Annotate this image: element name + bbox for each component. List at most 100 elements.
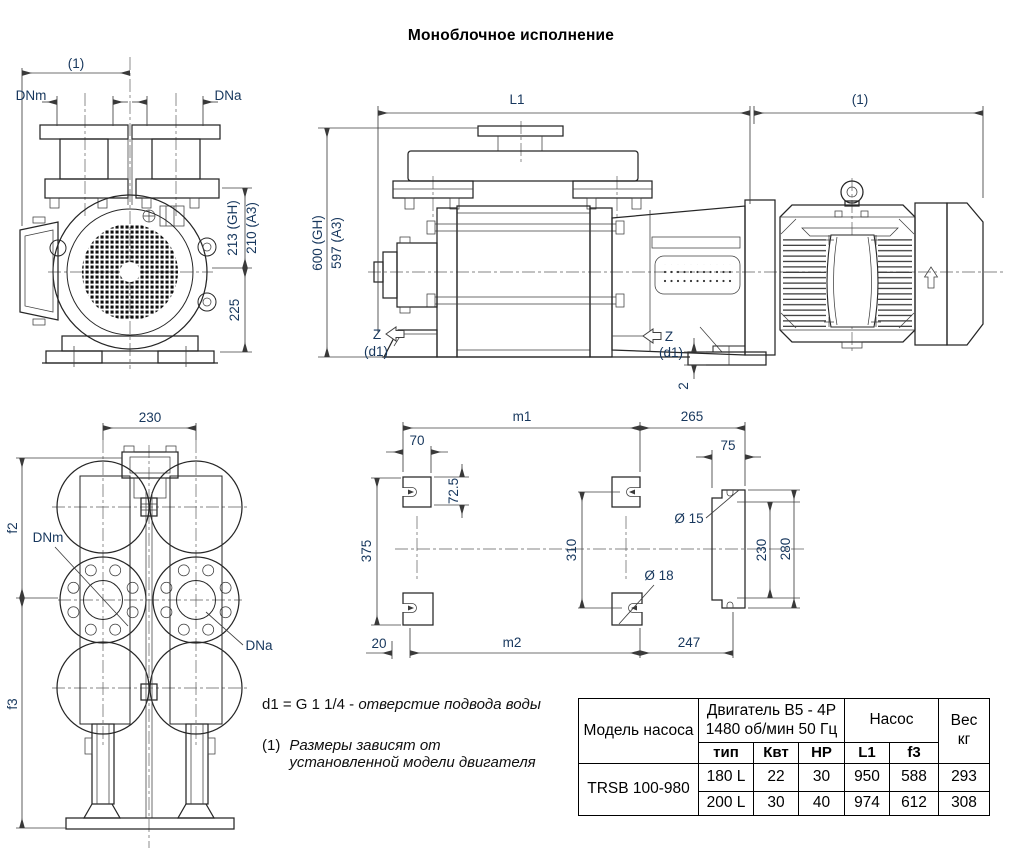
plan-dim-75: 75 bbox=[720, 438, 735, 453]
spec-cell-hp-1: 40 bbox=[798, 791, 845, 816]
spec-cell-hp-0: 30 bbox=[798, 763, 845, 792]
note-d1-prefix: d1 = G 1 1/4 - bbox=[262, 696, 355, 713]
front-dim-225: 225 bbox=[227, 299, 242, 322]
side-dim-597a3: 597 (A3) bbox=[329, 217, 344, 269]
lifting-eye bbox=[840, 180, 864, 204]
top-dim-f3: f3 bbox=[5, 698, 20, 709]
side-view: L1 (1) 600 (GH) 597 (A3) Z (d1) Z (d1) 2 bbox=[310, 92, 1005, 390]
spec-cell-f3-0: 588 bbox=[889, 763, 939, 792]
note-1-text: Размеры зависят от установленной модели … bbox=[289, 737, 535, 771]
fan-cover-circle bbox=[66, 208, 194, 336]
spec-col-hp: HP bbox=[798, 742, 845, 764]
spec-col-f3: f3 bbox=[889, 742, 939, 764]
spec-table: Модель насоса Двигатель B5 - 4P 1480 об/… bbox=[578, 698, 990, 816]
motor-foot-plate bbox=[711, 489, 746, 609]
spec-row-180l: TRSB 100-980 180 L 22 30 950 588 293 bbox=[578, 763, 990, 816]
spec-header-motor-line2: 1480 об/мин 50 Гц bbox=[705, 720, 838, 738]
page-title: Моноблочное исполнение bbox=[407, 27, 615, 44]
spec-cell-tip-0: 180 L bbox=[698, 763, 754, 792]
spec-header-pump: Насос bbox=[844, 698, 939, 743]
note-1-number: (1) bbox=[262, 737, 281, 754]
discharge-flange bbox=[152, 556, 240, 644]
spec-header-motor-line1: Двигатель B5 - 4P bbox=[706, 701, 837, 719]
bearing-housing bbox=[396, 242, 438, 308]
side-label-d1-right: (d1) bbox=[659, 345, 683, 360]
note-1-line1: Размеры зависят от bbox=[289, 737, 441, 754]
spec-cell-l1-0: 950 bbox=[844, 763, 890, 792]
spec-col-kvt: Квт bbox=[753, 742, 799, 764]
spec-cell-weight-1: 308 bbox=[938, 791, 990, 816]
motor-flange bbox=[744, 199, 776, 356]
nameplate bbox=[654, 255, 741, 295]
plan-dim-247: 247 bbox=[678, 635, 701, 650]
motor-fins-left bbox=[783, 238, 826, 330]
spec-cell-f3-1: 612 bbox=[889, 791, 939, 816]
plan-dim-265: 265 bbox=[681, 409, 704, 424]
pump-casing bbox=[456, 205, 591, 358]
front-view-dimensions: (1) DNm DNa 213 (GH) 210 (A3) 225 bbox=[16, 56, 259, 353]
front-view: (1) DNm DNa 213 (GH) 210 (A3) 225 bbox=[16, 56, 259, 369]
front-dim-210a3: 210 (A3) bbox=[244, 202, 259, 254]
airflow-arrow-icon bbox=[923, 266, 939, 289]
plan-dim-20: 20 bbox=[371, 636, 386, 651]
plan-dim-m1: m1 bbox=[513, 409, 532, 424]
top-label-dna: DNa bbox=[245, 638, 272, 653]
side-dim-1: (1) bbox=[852, 92, 869, 107]
terminal-box bbox=[19, 221, 59, 321]
top-view-dimensions: 230 f2 f3 DNm DNa bbox=[5, 410, 273, 829]
plan-dim-72-5: 72.5 bbox=[446, 478, 461, 504]
top-label-dnm: DNm bbox=[33, 530, 64, 545]
fan-cover bbox=[914, 202, 948, 346]
spec-header-weight: Вес кг bbox=[938, 698, 990, 764]
z-arrow-right-icon bbox=[642, 328, 662, 344]
mounting-plan-dimensions: m1 265 70 75 72.5 375 310 Ø 15 Ø 18 230 … bbox=[359, 409, 800, 659]
plan-dim-310: 310 bbox=[564, 539, 579, 562]
side-view-outline bbox=[368, 121, 1005, 366]
plan-dim-dia18: Ø 18 bbox=[644, 568, 673, 583]
plan-dim-375: 375 bbox=[359, 540, 374, 563]
spec-cell-tip-1: 200 L bbox=[698, 791, 754, 816]
side-dim-600gh: 600 (GH) bbox=[310, 215, 325, 271]
side-view-dimensions: L1 (1) 600 (GH) 597 (A3) Z (d1) Z (d1) 2 bbox=[310, 92, 984, 390]
spec-cell-kvt-0: 22 bbox=[753, 763, 799, 792]
spec-header-weight-line2: кг bbox=[957, 731, 971, 748]
spec-cell-weight-0: 293 bbox=[938, 763, 990, 792]
top-view-outline bbox=[52, 440, 248, 848]
plan-dim-70: 70 bbox=[409, 433, 424, 448]
front-dim-213gh: 213 (GH) bbox=[225, 200, 240, 256]
plan-dim-230: 230 bbox=[754, 539, 769, 562]
notes-block: d1 = G 1 1/4 - отверстие подвода воды (1… bbox=[262, 696, 582, 771]
note-1-line2: установленной модели двигателя bbox=[289, 754, 536, 771]
plan-dim-m2: m2 bbox=[503, 635, 522, 650]
note-d1: d1 = G 1 1/4 - отверстие подвода воды bbox=[262, 696, 582, 713]
spec-header-model: Модель насоса bbox=[578, 698, 699, 764]
side-label-z-left: Z bbox=[373, 327, 381, 342]
note-1: (1) Размеры зависят от установленной мод… bbox=[262, 737, 582, 771]
front-view-outline bbox=[19, 57, 221, 369]
top-dim-230: 230 bbox=[139, 410, 162, 425]
spec-row-200l: 200 L 30 40 974 612 308 bbox=[579, 791, 990, 816]
motor-body bbox=[779, 204, 916, 343]
spec-cell-kvt-1: 30 bbox=[753, 791, 799, 816]
spec-col-tip: тип bbox=[698, 742, 754, 764]
front-dim-dna: DNa bbox=[214, 88, 241, 103]
top-dim-f2: f2 bbox=[5, 522, 20, 533]
side-dim-2: 2 bbox=[676, 382, 691, 390]
motor-fins-right bbox=[878, 238, 912, 330]
front-dim-dnm: DNm bbox=[16, 88, 47, 103]
top-view: 230 f2 f3 DNm DNa bbox=[5, 410, 273, 848]
spec-header-weight-line1: Вес bbox=[950, 712, 978, 730]
z-arrow-left-icon bbox=[385, 326, 405, 342]
side-label-z-right: Z bbox=[665, 329, 673, 344]
spec-col-l1: L1 bbox=[844, 742, 890, 764]
spec-header-motor: Двигатель B5 - 4P 1480 об/мин 50 Гц bbox=[698, 698, 845, 743]
note-d1-text: отверстие подвода воды bbox=[358, 696, 541, 713]
mounting-plan: m1 265 70 75 72.5 375 310 Ø 15 Ø 18 230 … bbox=[359, 409, 805, 659]
front-view-details bbox=[49, 125, 200, 227]
front-dim-1: (1) bbox=[68, 56, 85, 71]
side-dim-l1: L1 bbox=[509, 92, 524, 107]
side-label-d1-left: (d1) bbox=[364, 344, 388, 359]
plan-dim-dia15: Ø 15 bbox=[674, 511, 703, 526]
spec-model-value: TRSB 100-980 bbox=[578, 763, 699, 816]
